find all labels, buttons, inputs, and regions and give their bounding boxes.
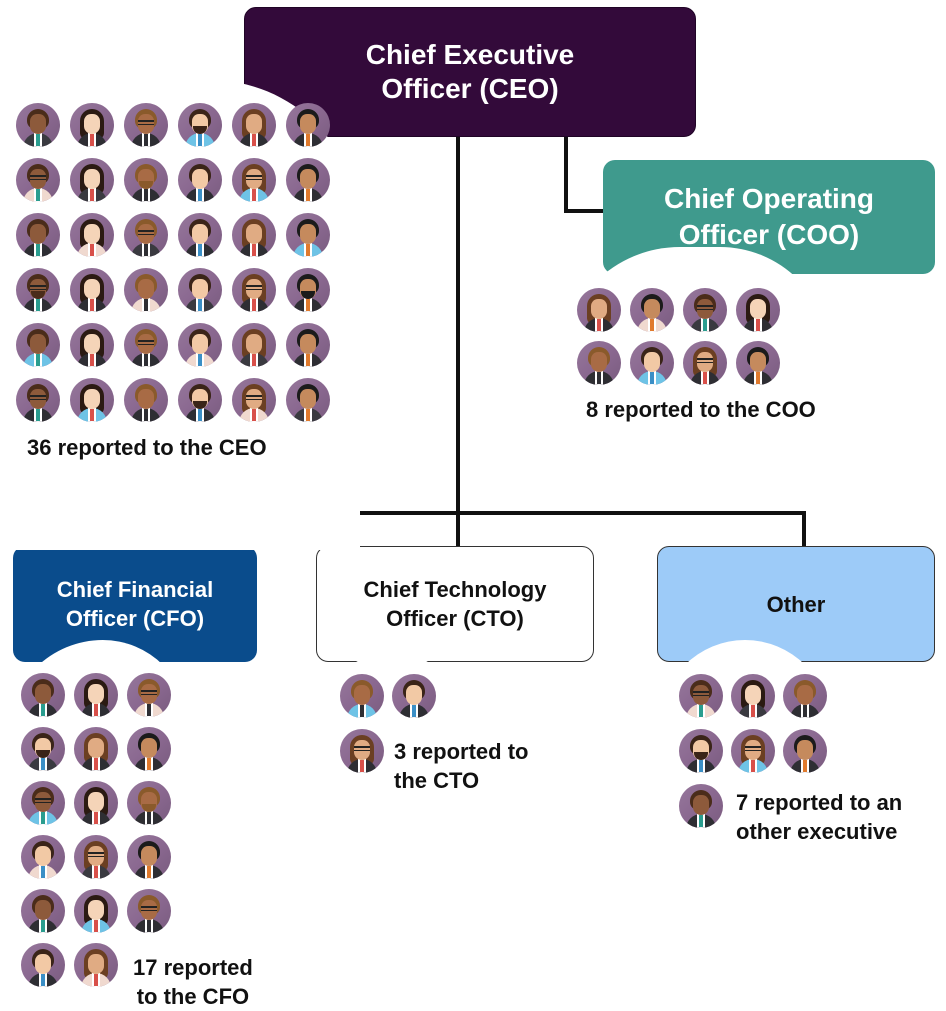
coo-label-line1: Chief Operating	[663, 183, 874, 214]
person-avatar-icon	[286, 268, 330, 312]
person-avatar-icon	[70, 268, 114, 312]
ceo-group-backdrop	[0, 80, 360, 550]
person-avatar-icon	[232, 378, 276, 422]
person-avatar-icon	[21, 727, 65, 771]
ceo-caption: 36 reported to the CEO	[27, 435, 267, 460]
other-caption-line1: 7 reported to an	[736, 790, 903, 815]
person-avatar-icon	[127, 781, 171, 825]
other-caption: 7 reported to an other executive	[736, 788, 902, 846]
cto-caption-line2: the CTO	[394, 768, 480, 793]
cto-caption-line1: 3 reported to	[394, 739, 529, 764]
person-avatar-icon	[232, 268, 276, 312]
person-avatar-icon	[74, 889, 118, 933]
person-avatar-icon	[21, 943, 65, 987]
person-avatar-icon	[630, 288, 674, 332]
person-avatar-icon	[683, 341, 727, 385]
person-avatar-icon	[679, 674, 723, 718]
other-caption-line2: other executive	[736, 819, 898, 844]
ceo-label-line2: Officer (CEO)	[381, 73, 559, 104]
person-avatar-icon	[736, 341, 780, 385]
person-avatar-icon	[124, 268, 168, 312]
person-avatar-icon	[74, 727, 118, 771]
person-avatar-icon	[74, 943, 118, 987]
person-avatar-icon	[178, 378, 222, 422]
cfo-caption: 17 reported to the CFO	[133, 953, 253, 1011]
cto-caption: 3 reported to the CTO	[394, 737, 528, 795]
person-avatar-icon	[74, 835, 118, 879]
person-avatar-icon	[783, 729, 827, 773]
person-avatar-icon	[577, 341, 621, 385]
person-avatar-icon	[124, 323, 168, 367]
person-avatar-icon	[731, 674, 775, 718]
person-avatar-icon	[74, 781, 118, 825]
person-avatar-icon	[178, 158, 222, 202]
coo-caption: 8 reported to the COO	[586, 397, 816, 422]
person-avatar-icon	[127, 673, 171, 717]
person-avatar-icon	[16, 158, 60, 202]
person-avatar-icon	[286, 213, 330, 257]
person-avatar-icon	[783, 674, 827, 718]
person-avatar-icon	[124, 213, 168, 257]
person-avatar-icon	[683, 288, 727, 332]
person-avatar-icon	[178, 268, 222, 312]
other-box: Other	[657, 546, 935, 662]
person-avatar-icon	[286, 158, 330, 202]
person-avatar-icon	[736, 288, 780, 332]
person-avatar-icon	[731, 729, 775, 773]
person-avatar-icon	[70, 378, 114, 422]
cfo-label-line1: Chief Financial	[56, 577, 214, 602]
cfo-label-line2: Officer (CFO)	[65, 606, 205, 631]
person-avatar-icon	[577, 288, 621, 332]
person-avatar-icon	[286, 378, 330, 422]
person-avatar-icon	[70, 158, 114, 202]
person-avatar-icon	[392, 674, 436, 718]
coo-label-line2: Officer (COO)	[678, 219, 860, 250]
person-avatar-icon	[16, 103, 60, 147]
person-avatar-icon	[124, 103, 168, 147]
cto-label-line2: Officer (CTO)	[386, 606, 524, 631]
person-avatar-icon	[21, 889, 65, 933]
person-avatar-icon	[16, 268, 60, 312]
person-avatar-icon	[340, 674, 384, 718]
person-avatar-icon	[232, 213, 276, 257]
cfo-caption-line1: 17 reported	[133, 955, 253, 980]
person-avatar-icon	[70, 103, 114, 147]
person-avatar-icon	[630, 341, 674, 385]
person-avatar-icon	[21, 835, 65, 879]
person-avatar-icon	[124, 158, 168, 202]
person-avatar-icon	[70, 213, 114, 257]
person-avatar-icon	[70, 323, 114, 367]
person-avatar-icon	[127, 727, 171, 771]
person-avatar-icon	[16, 213, 60, 257]
person-avatar-icon	[232, 323, 276, 367]
person-avatar-icon	[21, 781, 65, 825]
person-avatar-icon	[178, 213, 222, 257]
person-avatar-icon	[127, 835, 171, 879]
person-avatar-icon	[178, 323, 222, 367]
ceo-label-line1: Chief Executive	[365, 39, 575, 70]
person-avatar-icon	[232, 103, 276, 147]
other-label: Other	[766, 591, 826, 617]
person-avatar-icon	[74, 673, 118, 717]
person-avatar-icon	[286, 323, 330, 367]
person-avatar-icon	[16, 323, 60, 367]
cfo-caption-line2: to the CFO	[136, 984, 250, 1009]
person-avatar-icon	[16, 378, 60, 422]
person-avatar-icon	[178, 103, 222, 147]
person-avatar-icon	[124, 378, 168, 422]
person-avatar-icon	[232, 158, 276, 202]
person-avatar-icon	[679, 729, 723, 773]
person-avatar-icon	[679, 784, 723, 828]
person-avatar-icon	[286, 103, 330, 147]
connector-ceo-coo	[564, 136, 604, 213]
person-avatar-icon	[21, 673, 65, 717]
person-avatar-icon	[127, 889, 171, 933]
person-avatar-icon	[340, 729, 384, 773]
cto-label-line1: Chief Technology	[363, 577, 547, 602]
